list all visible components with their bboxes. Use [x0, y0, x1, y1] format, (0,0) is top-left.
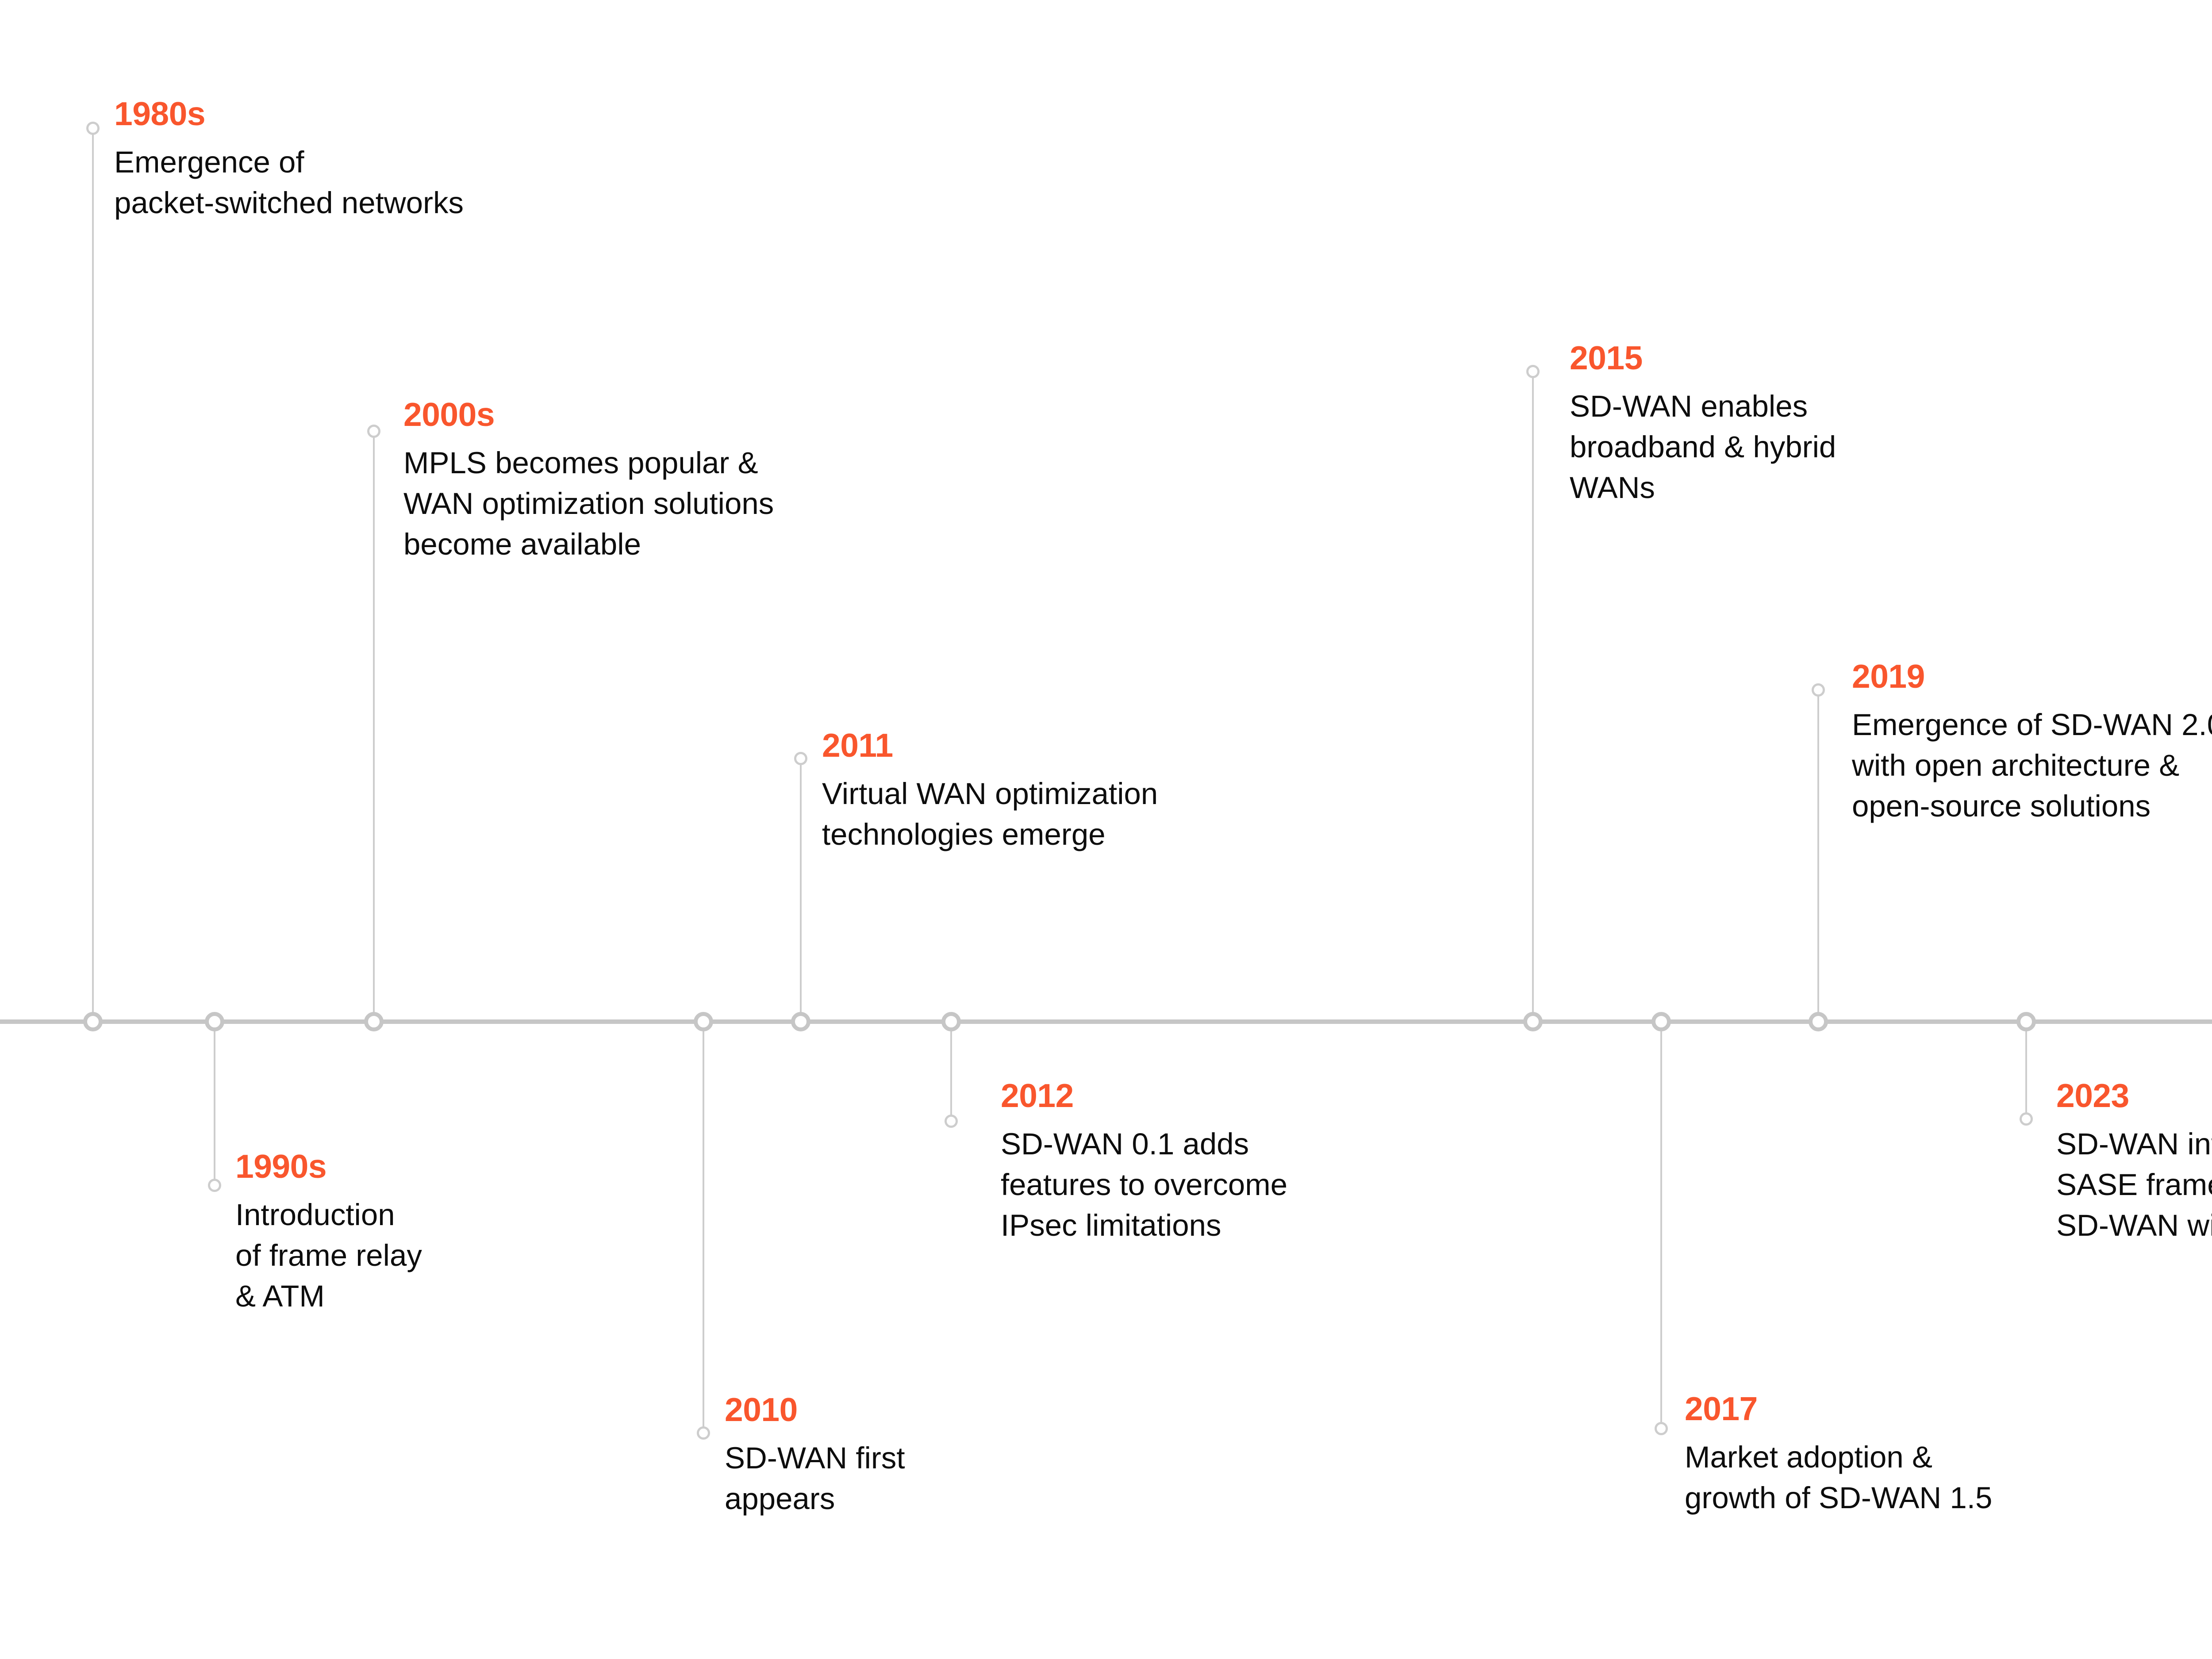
entry-year-label: 2015: [1570, 339, 1643, 376]
entry-year-label: 2023: [2056, 1077, 2129, 1114]
stem-cap-2023: [2020, 1112, 2033, 1126]
entry-description: MPLS becomes popular & WAN optimization …: [403, 446, 774, 561]
timeline-node-1980s[interactable]: [83, 1012, 103, 1031]
timeline-entry-1990s[interactable]: 1990s Introduction of frame relay & ATM: [235, 1150, 678, 1316]
timeline-node-2010[interactable]: [694, 1012, 713, 1031]
entry-description: SD-WAN enables broadband & hybrid WANs: [1570, 389, 1836, 505]
stem-cap-2012: [945, 1115, 958, 1128]
entry-description: SD-WAN first appears: [725, 1441, 905, 1516]
entry-description: Emergence of SD-WAN 2.0 with open archit…: [1852, 708, 2212, 823]
entry-description: Introduction of frame relay & ATM: [235, 1198, 422, 1313]
page-title: Evolution of SD-WAN: [2126, 62, 2212, 253]
timeline-entry-2023[interactable]: 2023 SD-WAN integrates AI & ML, SASE fra…: [2056, 1079, 2212, 1245]
stem-cap-2010: [697, 1426, 710, 1440]
entry-year-label: 2019: [1852, 658, 1925, 695]
page-title-line-2: SD-WAN: [2126, 136, 2212, 211]
entry-description: Market adoption & growth of SD-WAN 1.5: [1685, 1440, 1993, 1515]
timeline-entry-2015[interactable]: 2015 SD-WAN enables broadband & hybrid W…: [1570, 341, 2101, 508]
stem-cap-2000s: [367, 425, 380, 438]
stem-cap-2019: [1812, 683, 1825, 697]
stem-cap-1990s: [208, 1179, 221, 1192]
stem-2017: [1660, 1022, 1662, 1429]
stem-2000s: [373, 431, 375, 1022]
entry-description: SD-WAN 0.1 adds features to overcome IPs…: [1001, 1127, 1288, 1242]
timeline-node-2015[interactable]: [1523, 1012, 1543, 1031]
stem-2015: [1532, 372, 1534, 1022]
timeline-node-2023[interactable]: [2016, 1012, 2036, 1031]
stem-cap-1980s: [86, 122, 100, 135]
timeline-entry-1980s[interactable]: 1980s Emergence of packet-switched netwo…: [114, 97, 866, 223]
stem-2010: [703, 1022, 704, 1433]
entry-description: Virtual WAN optimization technologies em…: [822, 777, 1158, 851]
timeline-entry-2017[interactable]: 2017 Market adoption & growth of SD-WAN …: [1685, 1392, 2212, 1518]
timeline-entry-2000s[interactable]: 2000s MPLS becomes popular & WAN optimiz…: [403, 398, 1156, 564]
stem-2019: [1817, 690, 1819, 1022]
entry-year-label: 2010: [725, 1391, 798, 1428]
stem-2011: [800, 759, 802, 1022]
stem-1990s: [214, 1022, 215, 1185]
timeline-entry-2019[interactable]: 2019 Emergence of SD-WAN 2.0 with open a…: [1852, 660, 2212, 826]
stem-cap-2017: [1655, 1422, 1668, 1435]
timeline-node-2000s[interactable]: [364, 1012, 384, 1031]
timeline-node-2019[interactable]: [1809, 1012, 1828, 1031]
timeline-entry-2010[interactable]: 2010 SD-WAN first appears: [725, 1393, 1167, 1519]
stem-cap-2015: [1526, 365, 1540, 378]
entry-year-label: 2011: [822, 727, 893, 764]
entry-year-label: 2000s: [403, 396, 495, 433]
stem-1980s: [92, 128, 94, 1022]
timeline-entry-2011[interactable]: 2011 Virtual WAN optimization technologi…: [822, 729, 1530, 855]
timeline-node-2011[interactable]: [791, 1012, 810, 1031]
entry-year-label: 2012: [1001, 1077, 1074, 1114]
timeline-axis: [0, 1019, 2212, 1024]
stem-2012: [950, 1022, 952, 1121]
entry-year-label: 1990s: [235, 1148, 327, 1185]
entry-year-label: 2017: [1685, 1390, 1758, 1427]
timeline-entry-2012[interactable]: 2012 SD-WAN 0.1 adds features to overcom…: [1001, 1079, 1576, 1245]
timeline-node-1990s[interactable]: [205, 1012, 224, 1031]
timeline-node-2012[interactable]: [941, 1012, 961, 1031]
stem-cap-2011: [794, 752, 807, 765]
stem-2023: [2025, 1022, 2027, 1119]
page-title-line-1: Evolution of: [2126, 62, 2212, 136]
entry-description: SD-WAN integrates AI & ML, SASE framewor…: [2056, 1127, 2212, 1242]
timeline-node-2017[interactable]: [1651, 1012, 1671, 1031]
entry-description: Emergence of packet-switched networks: [114, 145, 464, 220]
entry-year-label: 1980s: [114, 95, 206, 132]
